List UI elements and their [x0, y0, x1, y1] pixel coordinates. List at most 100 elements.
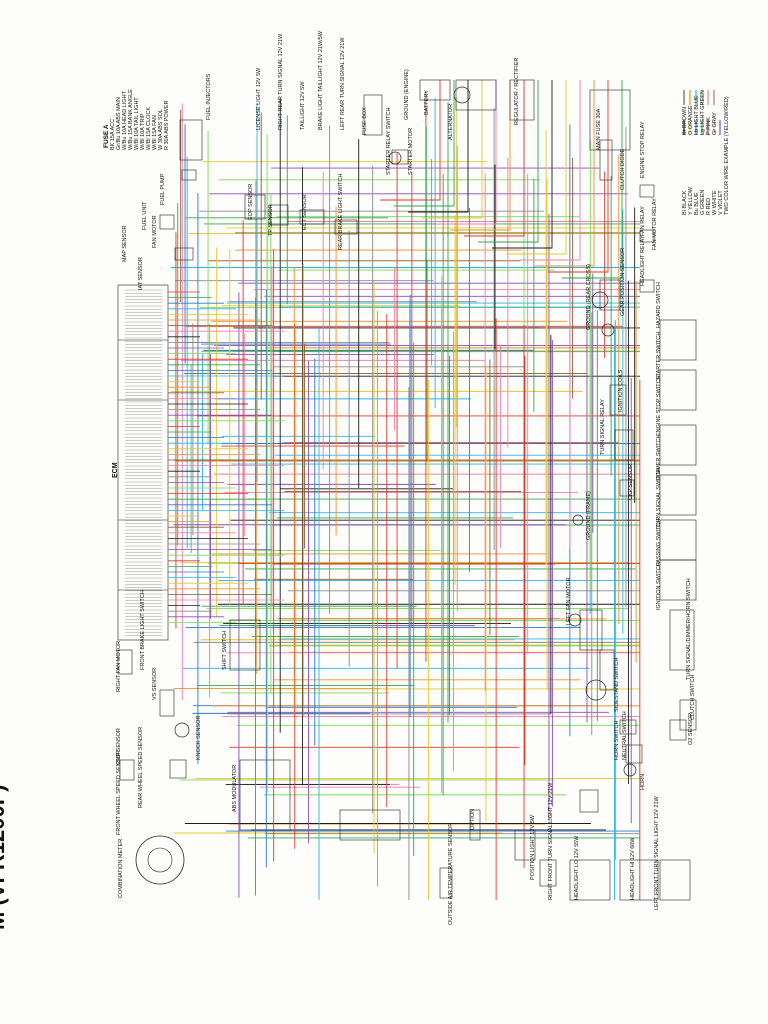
label-fuel-pump: FUEL PUMP [160, 173, 166, 205]
label-iat-sensor: IAT SENSOR [138, 257, 144, 290]
label-starter-relay: STARTER RELAY SWITCH [386, 107, 392, 175]
connector-box [614, 429, 634, 461]
power-wire [450, 80, 511, 231]
label-abs-modulator: ABS MODULATOR [232, 764, 238, 812]
label-right-rear-turn: RIGHT REAR TURN SIGNAL 12V 21W [278, 33, 284, 130]
label-taillight: TAILLIGHT 12V 5W [300, 81, 306, 130]
label-left-rear-turn: LEFT REAR TURN SIGNAL 12V 21W [340, 37, 346, 130]
fuse-box-heading: FUSE A [103, 124, 110, 148]
connector-box [609, 384, 627, 416]
connector-box [269, 204, 289, 226]
connector-box [239, 759, 291, 831]
label-turn-dimmer-horn: TURN SIGNAL/DIMMER/HORN SWITCH [686, 578, 692, 680]
label-engine-stop-relay: ENGINE STOP RELAY [640, 121, 646, 178]
label-horn-switch: HORN SWITCH [614, 720, 620, 760]
connector-box [659, 319, 697, 361]
label-fuel-unit: FUEL UNIT [142, 201, 148, 230]
connector-box [159, 689, 175, 717]
connector-box [391, 149, 409, 165]
connector-box [659, 859, 691, 901]
label-map-sensor: MAP SENSOR [122, 225, 128, 262]
connector-box [599, 139, 613, 181]
connector-box [419, 79, 451, 101]
label-hazard-switch: HAZARD SWITCH [656, 282, 662, 328]
label-left-fan-motor: LEFT FAN MOTOR [566, 577, 572, 625]
label-cmp-sensor: CMP SENSOR [116, 728, 122, 765]
connector-box [334, 219, 358, 235]
connector-box [659, 369, 697, 411]
legend-note: TWO COLOR WIRE EXAMPLE (YELLOW/RED) [724, 96, 730, 215]
component-circle-icon [572, 514, 584, 526]
label-front-brake-switch: FRONT BRAKE LIGHT SWITCH [140, 590, 146, 670]
power-wire [436, 80, 497, 225]
label-ckp-sensor: CKP SENSOR [628, 464, 634, 500]
connector-box [599, 649, 615, 691]
connector-box [174, 247, 194, 261]
label-option: OPTION [470, 808, 476, 830]
power-wire [394, 80, 455, 207]
connector-box [439, 867, 453, 899]
label-fuel-injectors: FUEL INJECTORS [206, 73, 212, 120]
component-circle-icon [585, 679, 607, 701]
connector-box [639, 229, 655, 243]
connector-box [229, 619, 261, 671]
power-wire [464, 80, 525, 237]
ecm-label: ECM [112, 462, 119, 478]
connector-box [659, 559, 697, 601]
label-engine-stop-switch: ENGINE STOP SWITCH [656, 375, 662, 436]
connector-box [509, 79, 535, 121]
label-ignition-switch: IGNITION SWITCH [656, 562, 662, 610]
label-right-fan-motor: RIGHT FAN MOTOR [116, 640, 122, 692]
connector-box [539, 859, 557, 887]
label-headlight-relay: HEADLIGHT RELAY [640, 235, 646, 286]
label-ignition-coils: IGNITION COILS [618, 369, 624, 412]
label-horn: HORN [640, 773, 646, 790]
component-circle-icon [388, 151, 402, 165]
power-wire [422, 80, 483, 219]
connector-box [659, 424, 697, 466]
component-circle-icon [601, 323, 615, 337]
connector-box [159, 214, 175, 230]
power-wire [520, 80, 581, 261]
label-starter-motor: STARTER MOTOR [408, 127, 414, 175]
label-regulator: REGULATOR / RECTIFIER [514, 57, 520, 125]
connector-box [569, 859, 611, 901]
label-rear-wheel-speed: REAR WHEEL SPEED SENSOR [138, 726, 144, 808]
label-fuse-box: FUSE BOX [362, 107, 368, 135]
fuse-row: R 30A ABS POWER [164, 100, 170, 150]
label-turn-signal-relay: TURN SIGNAL RELAY [600, 399, 606, 455]
label-clutch-diode: CLUTCH DIODE [620, 148, 626, 190]
label-neutral-switch: NEUTRAL SWITCH [622, 711, 628, 760]
label-gear-position: GEAR POSITION SENSOR [620, 247, 626, 316]
label-headlight-hi: HEADLIGHT HI 12V 60W [630, 837, 636, 900]
label-right-front-turn: RIGHT FRONT TURN SIGNAL LIGHT 12V 21W [548, 782, 554, 900]
meter-dial-icon [147, 847, 173, 873]
connector-box [299, 209, 325, 225]
label-eop-sensor: EOP SENSOR [248, 183, 254, 220]
label-combination-meter: COMBINATION METER [118, 838, 124, 898]
connector-box [619, 479, 635, 497]
power-wire [548, 80, 609, 273]
page-title: M (VFR1200F) [0, 784, 9, 930]
connector-box [625, 744, 643, 764]
power-wire [506, 80, 567, 255]
label-ground-frame: GROUND (FRAME) [586, 491, 592, 540]
power-wire [534, 80, 595, 267]
connector-box [181, 169, 197, 181]
connector-box [514, 829, 536, 861]
connector-box [339, 809, 401, 841]
connector-box [455, 79, 497, 111]
connector-box [659, 519, 697, 561]
component-circle-icon [591, 291, 609, 309]
combination-meter-icon [135, 835, 185, 885]
connector-box [117, 649, 133, 675]
connector-box [169, 759, 187, 779]
label-battery: BATTERY [424, 90, 430, 115]
connector-box [669, 719, 687, 741]
connector-box [579, 609, 603, 651]
label-starter-switch: STARTER SWITCH [656, 331, 662, 380]
power-wire [562, 80, 623, 279]
connector-box [363, 94, 383, 136]
label-ground-rear-cross: GROUND (REAR CROSS) [586, 263, 592, 330]
